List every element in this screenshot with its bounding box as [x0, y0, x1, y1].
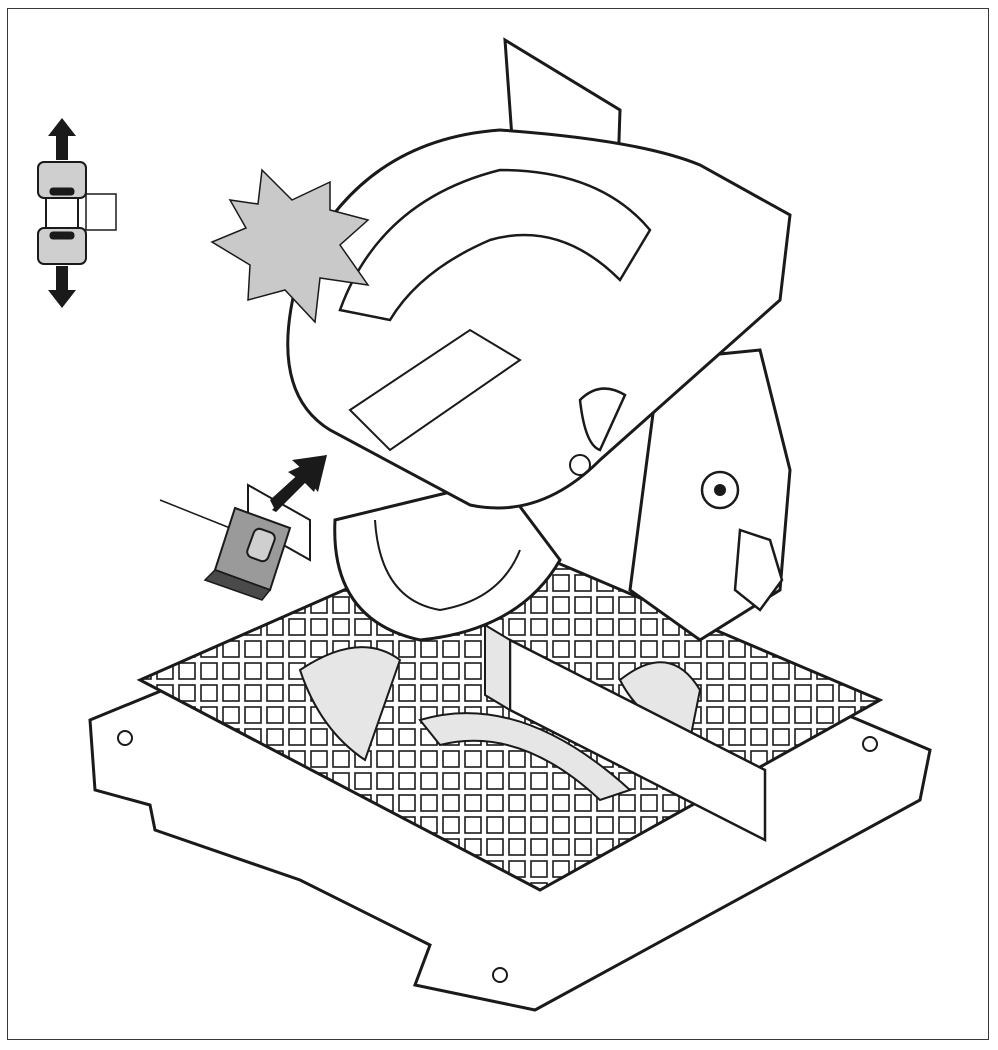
insert-arrow-head: [270, 455, 327, 512]
diagram-frame: [7, 8, 989, 1040]
click-starburst-icon: [210, 168, 370, 324]
saw-motor-column: [628, 348, 792, 642]
blade-guard: [333, 478, 562, 642]
part-insert-13-1: [203, 506, 292, 601]
part-leader-line: [159, 499, 236, 531]
up-down-arrow-icon: [37, 118, 117, 308]
saw-fence: [247, 483, 767, 843]
saw-head: [286, 37, 792, 510]
